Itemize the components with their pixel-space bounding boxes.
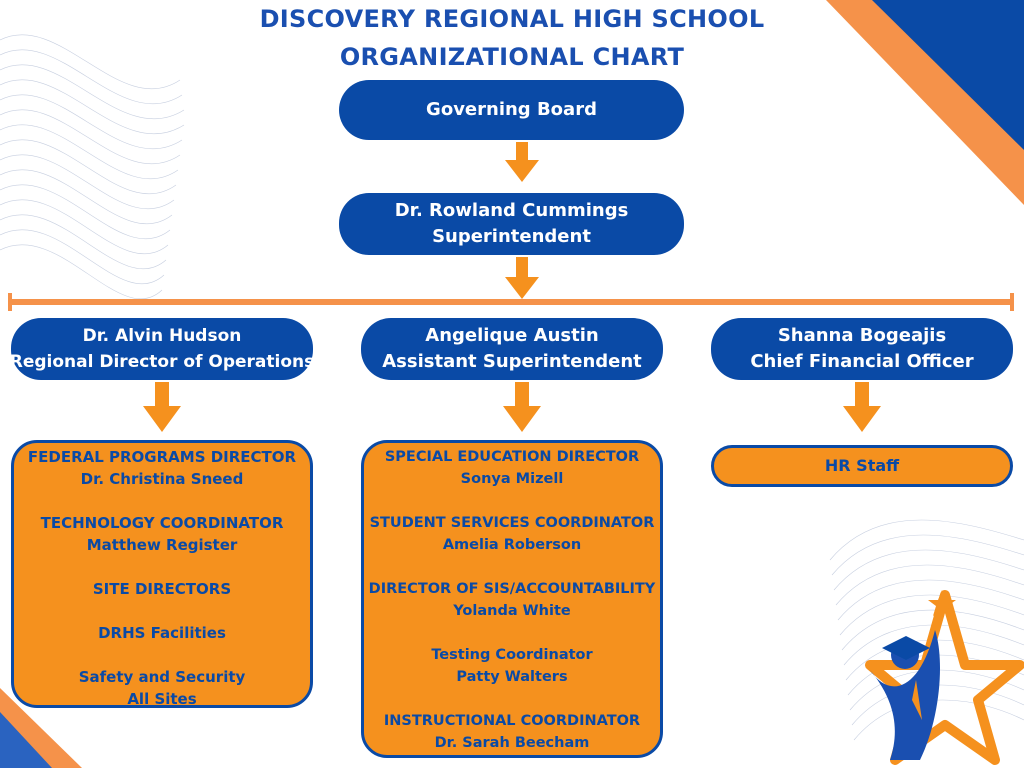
branch-role: Assistant Superintendent xyxy=(382,351,642,372)
arrow-down-icon xyxy=(843,382,881,432)
report-title: INSTRUCTIONAL COORDINATOR xyxy=(383,713,641,729)
report-person: Patty Walters xyxy=(456,669,568,685)
branch-box-operations: Dr. Alvin Hudson Regional Director of Op… xyxy=(9,318,315,380)
report-person: Yolanda White xyxy=(453,603,571,619)
report-title: STUDENT SERVICES COORDINATOR xyxy=(369,515,655,531)
report-person: Amelia Roberson xyxy=(442,537,582,553)
report-person: Sonya Mizell xyxy=(460,471,564,487)
branch-role: Regional Director of Operations xyxy=(9,352,315,372)
report-entry: SPECIAL EDUCATION DIRECTOR Sonya Mizell xyxy=(364,446,660,490)
report-title: DRHS Facilities xyxy=(98,624,226,642)
wave-lines-decoration xyxy=(0,34,185,299)
report-person: Dr. Sarah Beecham xyxy=(434,735,590,751)
superintendent-box: Dr. Rowland Cummings Superintendent xyxy=(339,193,684,255)
governing-board-label: Governing Board xyxy=(426,99,597,120)
branch-role: Chief Financial Officer xyxy=(750,351,974,372)
governing-board-box: Governing Board xyxy=(339,80,684,140)
report-title: HR Staff xyxy=(824,456,900,475)
page-title: DISCOVERY REGIONAL HIGH SCHOOL xyxy=(259,5,765,33)
corner-stripe-blue-top-right xyxy=(872,0,1024,150)
branch-name: Dr. Alvin Hudson xyxy=(82,326,242,346)
report-title: TECHNOLOGY COORDINATOR xyxy=(40,514,284,532)
report-entry: DIRECTOR OF SIS/ACCOUNTABILITY Yolanda W… xyxy=(364,578,660,622)
report-entry: Safety and Security All Sites xyxy=(14,666,310,710)
graduate-star-logo-icon xyxy=(865,590,1024,765)
report-person: Matthew Register xyxy=(86,536,238,554)
reports-box-operations: FEDERAL PROGRAMS DIRECTOR Dr. Christina … xyxy=(11,440,313,708)
arrow-down-icon xyxy=(505,257,539,299)
branch-box-cfo: Shanna Bogeajis Chief Financial Officer xyxy=(711,318,1013,380)
page-subtitle: ORGANIZATIONAL CHART xyxy=(339,43,685,71)
arrow-down-icon xyxy=(505,142,539,182)
report-title: SPECIAL EDUCATION DIRECTOR xyxy=(384,449,640,465)
superintendent-role: Superintendent xyxy=(432,226,591,247)
report-entry: SITE DIRECTORS xyxy=(14,578,310,600)
horizontal-connector-line xyxy=(8,293,1014,311)
reports-box-assistant-superintendent: SPECIAL EDUCATION DIRECTOR Sonya Mizell … xyxy=(361,440,663,758)
branch-name: Shanna Bogeajis xyxy=(777,325,947,346)
superintendent-name: Dr. Rowland Cummings xyxy=(394,200,629,221)
report-title: SITE DIRECTORS xyxy=(92,580,232,598)
report-title: FEDERAL PROGRAMS DIRECTOR xyxy=(27,448,297,466)
report-entry: STUDENT SERVICES COORDINATOR Amelia Robe… xyxy=(364,512,660,556)
report-person: Dr. Christina Sneed xyxy=(80,470,244,488)
branch-name: Angelique Austin xyxy=(425,325,599,346)
report-person: All Sites xyxy=(127,690,197,708)
reports-box-cfo: HR Staff xyxy=(711,445,1013,487)
report-title: Safety and Security xyxy=(78,668,246,686)
report-entry: Testing Coordinator Patty Walters xyxy=(364,644,660,688)
report-entry: INSTRUCTIONAL COORDINATOR Dr. Sarah Beec… xyxy=(364,710,660,754)
report-entry: DRHS Facilities xyxy=(14,622,310,644)
report-title: DIRECTOR OF SIS/ACCOUNTABILITY xyxy=(368,581,656,597)
report-entry: FEDERAL PROGRAMS DIRECTOR Dr. Christina … xyxy=(14,446,310,490)
branch-box-assistant-superintendent: Angelique Austin Assistant Superintenden… xyxy=(361,318,663,380)
corner-stripe-blue-bottom-left xyxy=(0,712,52,768)
arrow-down-icon xyxy=(503,382,541,432)
report-entry: TECHNOLOGY COORDINATOR Matthew Register xyxy=(14,512,310,556)
report-title: Testing Coordinator xyxy=(431,647,593,663)
arrow-down-icon xyxy=(143,382,181,432)
